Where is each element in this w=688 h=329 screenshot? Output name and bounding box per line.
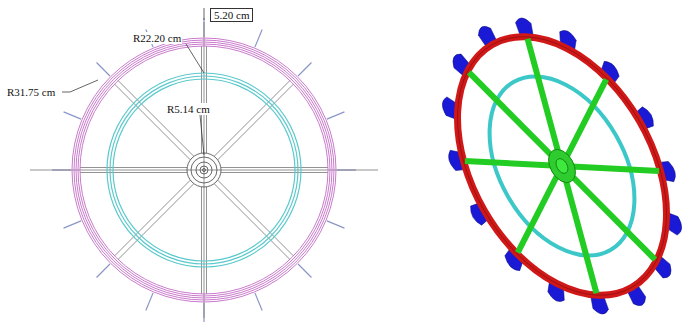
paddle-line xyxy=(255,293,262,311)
spoke-line xyxy=(221,167,328,168)
paddle-line xyxy=(146,293,153,311)
dimension-label: R22.20 cm xyxy=(132,32,182,44)
paddle-line xyxy=(64,112,82,119)
dimension-label: 5.20 cm xyxy=(210,8,253,22)
spoke xyxy=(465,120,562,207)
center-line xyxy=(204,22,205,318)
spoke xyxy=(498,39,591,166)
paddle-line xyxy=(97,264,110,277)
spoke-line xyxy=(80,167,187,168)
dimension-label: R5.14 cm xyxy=(166,103,211,115)
paddle-line xyxy=(327,112,345,119)
paddle-line xyxy=(298,63,311,76)
paddle-line xyxy=(255,30,262,48)
spoke-line xyxy=(80,172,187,173)
paddle-line xyxy=(64,221,82,228)
spoke-line xyxy=(221,172,328,173)
spoke xyxy=(533,166,626,293)
perspective-view xyxy=(393,0,688,329)
paddle-line xyxy=(327,221,345,228)
paddle-line xyxy=(298,264,311,277)
dimension-label: R31.75 cm xyxy=(6,86,56,98)
spoke-line xyxy=(206,187,207,294)
spoke-line xyxy=(201,187,202,294)
spoke-line xyxy=(206,46,207,153)
front-view xyxy=(30,8,378,322)
paddle-line xyxy=(97,63,110,76)
